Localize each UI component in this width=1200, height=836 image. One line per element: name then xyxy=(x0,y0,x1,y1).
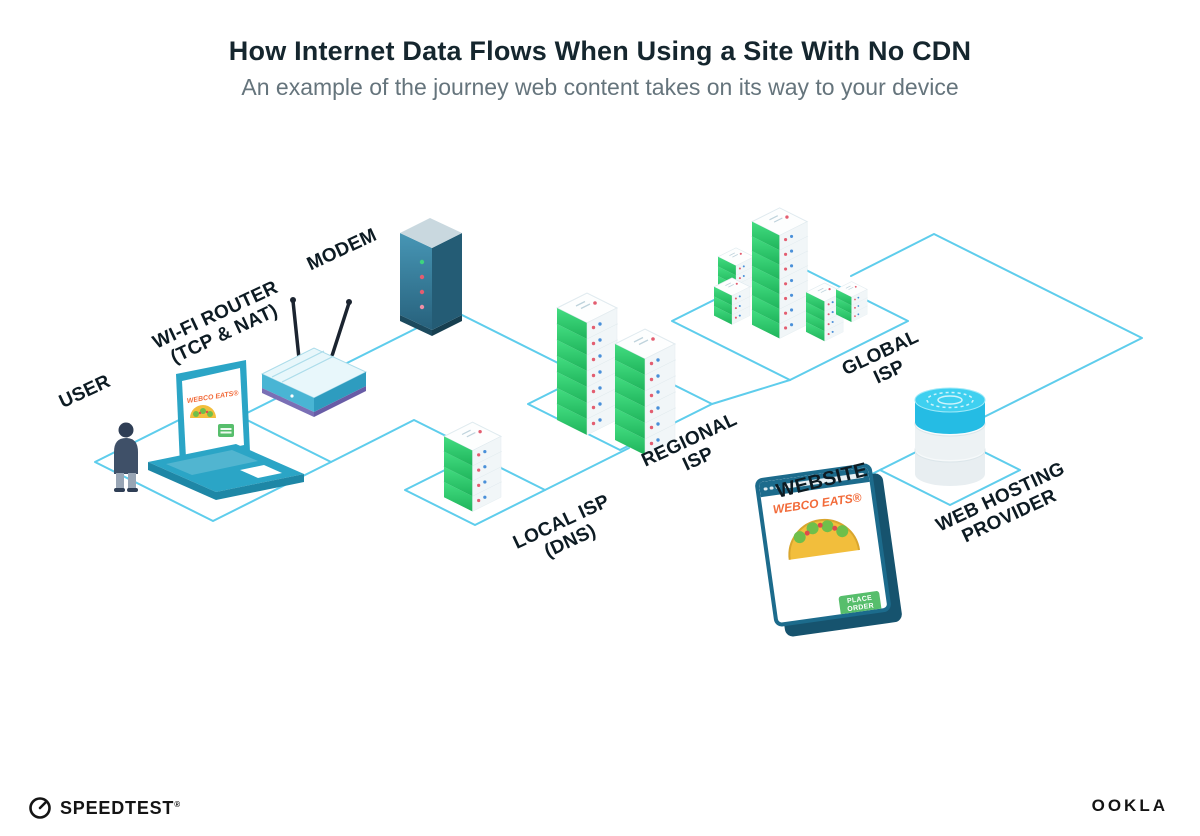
regional-isp-server-stacks xyxy=(557,293,675,455)
web-hosting-database-illustration xyxy=(914,387,986,486)
laptop-illustration: WEBCO EATS® xyxy=(148,360,304,500)
window-dot-icon xyxy=(763,486,768,491)
global-isp-server-cluster xyxy=(714,208,867,341)
ookla-logo: OOKLA xyxy=(1091,796,1168,815)
taco-illustration xyxy=(788,518,861,560)
speedtest-wordmark: SPEEDTEST® xyxy=(60,797,181,818)
local-isp-server-stack xyxy=(444,422,501,511)
gauge-icon xyxy=(29,797,51,819)
website-content: WEBCO EATS® PLACE ORDER xyxy=(762,489,889,628)
wifi-router-illustration xyxy=(260,297,368,417)
localisp-to-regional-line xyxy=(544,447,630,491)
laptop-order-button xyxy=(218,424,234,437)
window-dot-icon xyxy=(769,486,774,491)
page-subtitle: An example of the journey web content ta… xyxy=(241,74,959,100)
modem-illustration xyxy=(400,218,462,336)
speedtest-logo: SPEEDTEST® xyxy=(28,796,181,820)
modem-to-regional-line xyxy=(447,307,571,370)
page-title: How Internet Data Flows When Using a Sit… xyxy=(228,36,972,66)
website-browser-window: WEBCO EATS® PLACE ORDER xyxy=(754,462,892,628)
user-person-illustration xyxy=(114,422,138,492)
global-to-hosting-line xyxy=(850,233,1143,435)
regional-to-global-line xyxy=(711,379,791,405)
laptop-taco-icon xyxy=(190,405,216,418)
